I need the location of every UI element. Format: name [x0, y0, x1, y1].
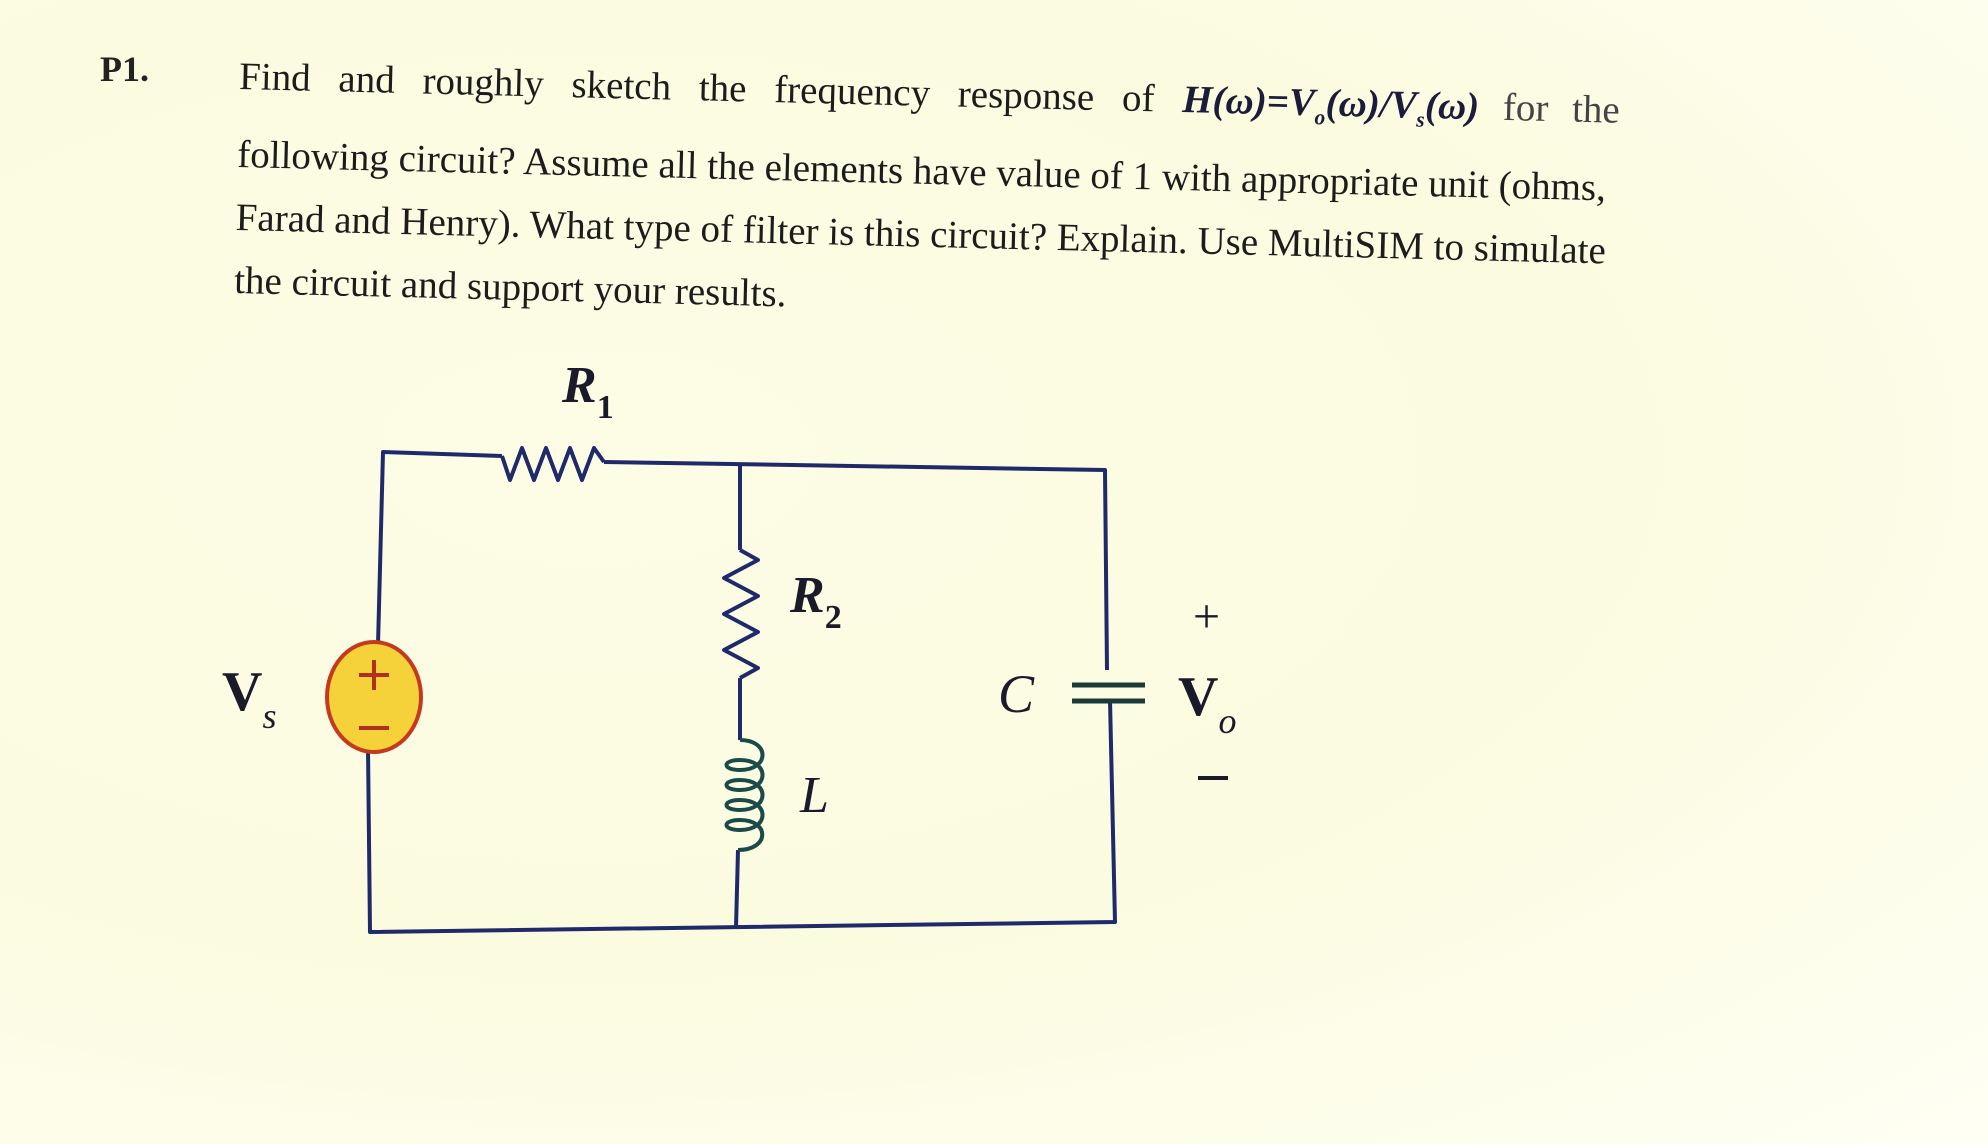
wire-left-top [376, 450, 503, 646]
output-minus-sign [1198, 776, 1228, 780]
voltage-source-icon [325, 640, 423, 754]
r2-resistor-icon [722, 548, 760, 680]
source-label: Vs [222, 661, 276, 736]
r2-label: R2 [789, 567, 842, 636]
output-voltage-label: Vo [1178, 666, 1236, 741]
wire-right-bottom [366, 699, 1117, 934]
capacitor-icon [1072, 682, 1145, 704]
wire-top [603, 460, 1109, 671]
r1-resistor-icon [500, 446, 606, 482]
inductor-label: L [799, 767, 829, 824]
wire-middle-bottom [734, 849, 740, 929]
inductor-icon [724, 738, 765, 852]
capacitor-label: C [998, 664, 1035, 724]
problem-number: P1. [100, 49, 149, 89]
output-plus-sign: + [1193, 590, 1220, 643]
r1-label: R1 [561, 357, 614, 426]
